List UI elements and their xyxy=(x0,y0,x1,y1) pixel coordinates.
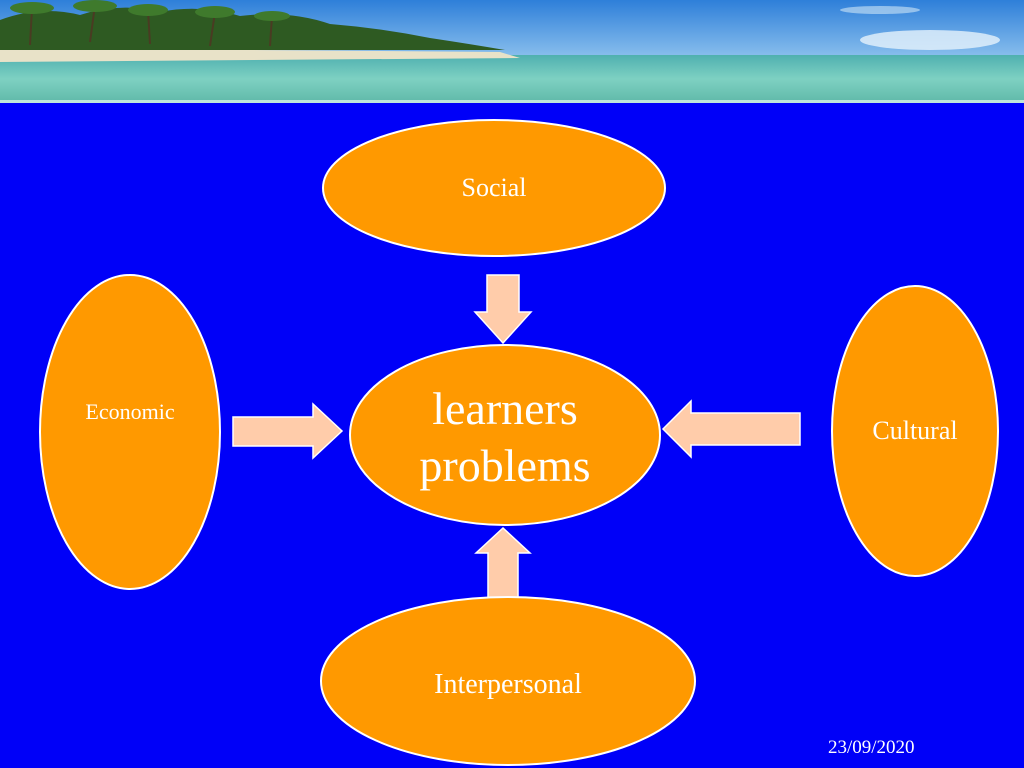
node-social-label: Social xyxy=(462,173,527,202)
arrow-interpersonal-to-center xyxy=(474,526,532,599)
node-economic-label: Economic xyxy=(85,399,174,424)
arrow-economic-to-center xyxy=(232,402,344,460)
node-social xyxy=(322,119,666,257)
beach-banner-image xyxy=(0,0,1024,103)
node-cultural-label: Cultural xyxy=(872,416,957,445)
arrow-cultural-to-center xyxy=(661,399,801,459)
node-interpersonal xyxy=(320,596,696,766)
node-center xyxy=(349,344,661,526)
node-cultural xyxy=(831,285,999,577)
slide-date: 23/09/2020 xyxy=(828,737,915,758)
center-label-line2: problems xyxy=(419,440,590,491)
center-label-line1: learners xyxy=(432,383,578,434)
arrow-social-to-center xyxy=(473,274,533,345)
node-economic xyxy=(39,274,221,590)
node-interpersonal-label: Interpersonal xyxy=(434,669,582,700)
